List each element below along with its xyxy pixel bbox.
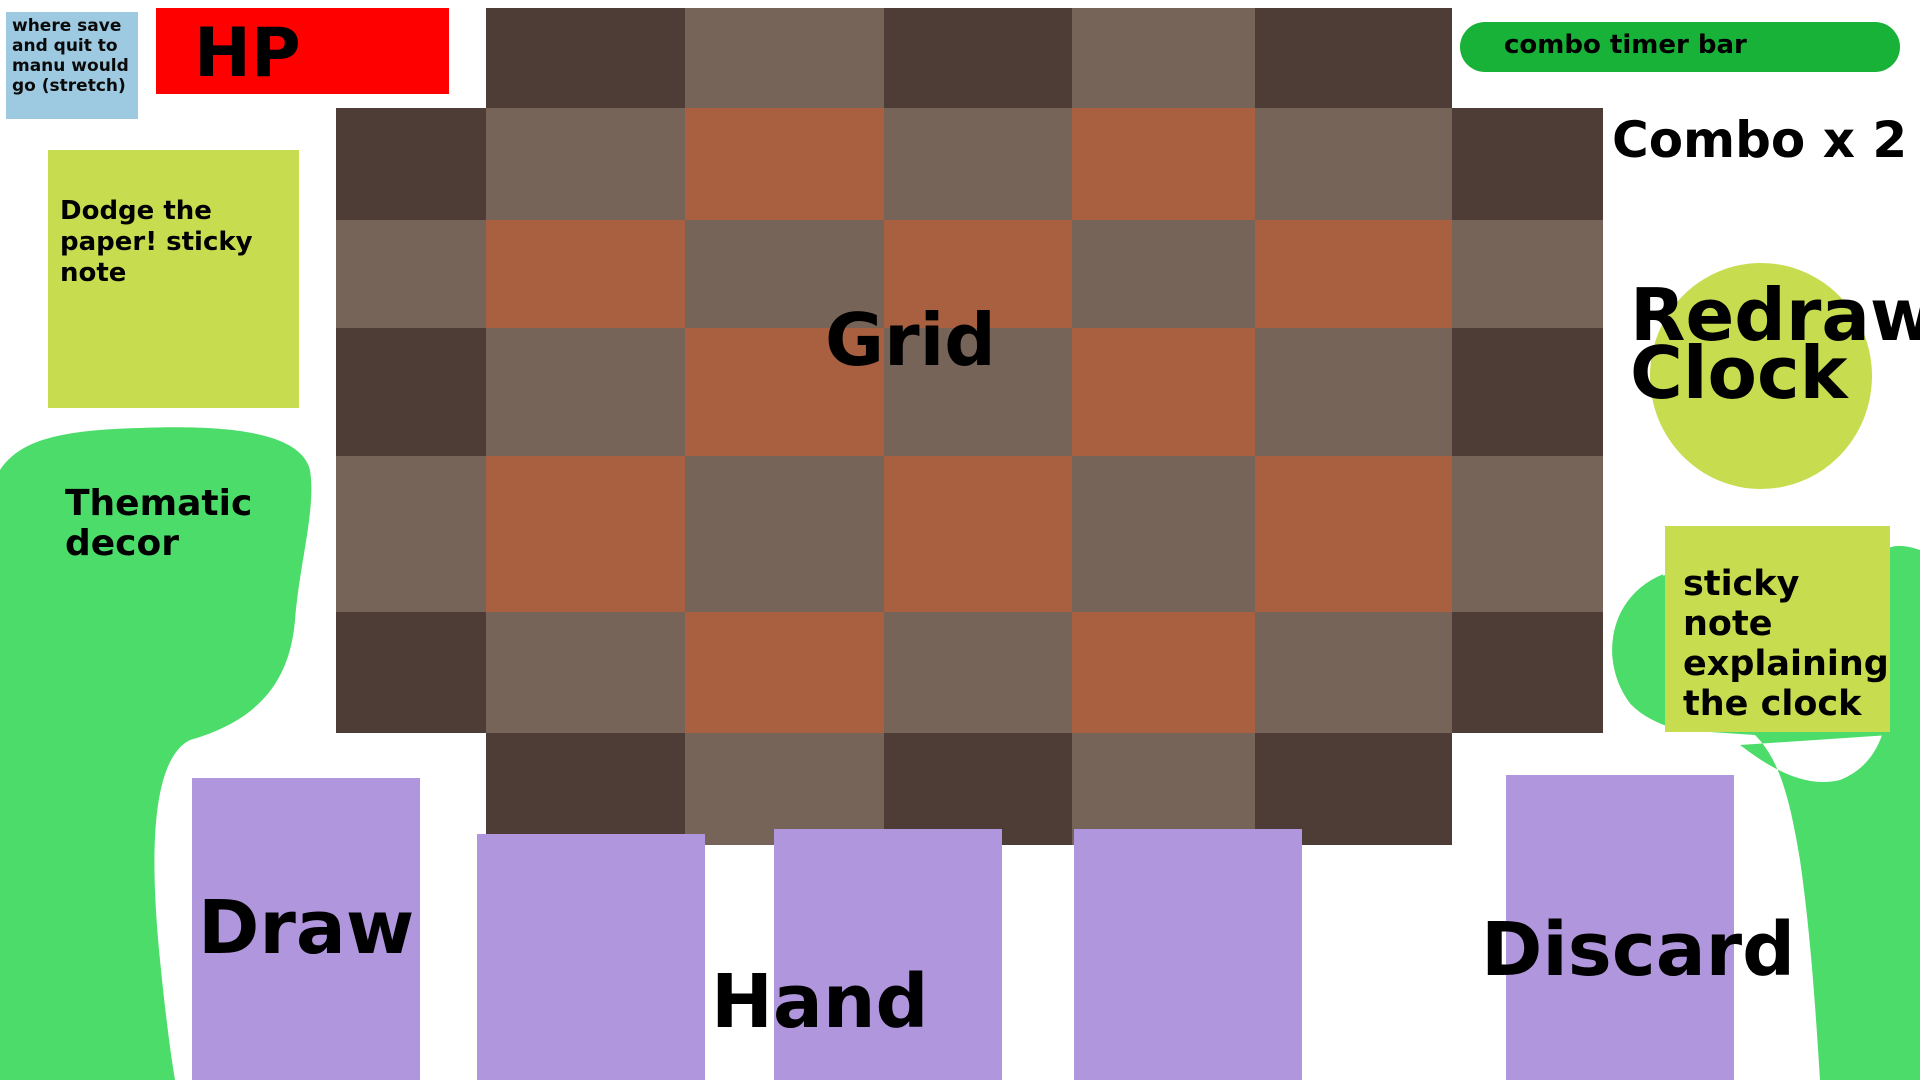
decor-blob-left [0, 427, 312, 1080]
grid-cell[interactable] [685, 8, 884, 108]
grid-cell[interactable] [1255, 612, 1452, 733]
grid-cell[interactable] [336, 456, 486, 612]
grid-cell[interactable] [1072, 612, 1255, 733]
redraw-clock-label-line2: Clock [1630, 331, 1848, 415]
grid-cell[interactable] [486, 328, 685, 456]
grid-cell[interactable] [685, 612, 884, 733]
combo-timer-label: combo timer bar [1504, 30, 1747, 60]
grid-cell[interactable] [685, 456, 884, 612]
hp-label: HP [194, 14, 301, 93]
grid-cell[interactable] [884, 8, 1072, 108]
combo-counter: Combo x 2 [1612, 111, 1908, 169]
sticky-note-dodge-text: Dodge the paper! sticky note [60, 196, 253, 288]
grid-cell[interactable] [1452, 456, 1603, 612]
grid-cell[interactable] [336, 328, 486, 456]
sticky-note-clock-text: sticky note explaining the clock [1683, 564, 1889, 724]
grid-cell[interactable] [884, 220, 1072, 328]
hand-card-1[interactable] [477, 834, 705, 1080]
redraw-clock-label-line1: Redraw [1630, 273, 1920, 357]
grid-cell[interactable] [884, 456, 1072, 612]
grid-cell[interactable] [1255, 220, 1452, 328]
grid-cell[interactable] [486, 108, 685, 220]
grid-cell[interactable] [1452, 328, 1603, 456]
grid-cell[interactable] [685, 328, 884, 456]
grid-cell[interactable] [336, 108, 486, 220]
grid-cell[interactable] [1255, 328, 1452, 456]
combo-timer-bar: combo timer bar [1460, 22, 1900, 72]
grid-cell[interactable] [884, 733, 1072, 845]
grid-cell[interactable] [1072, 108, 1255, 220]
grid-cell[interactable] [486, 8, 685, 108]
grid-cell[interactable] [1452, 108, 1603, 220]
grid-cell[interactable] [1072, 220, 1255, 328]
sticky-note-clock: sticky note explaining the clock [1665, 526, 1890, 732]
grid-cell[interactable] [1072, 328, 1255, 456]
discard-pile[interactable] [1506, 775, 1734, 1080]
grid-cell[interactable] [884, 328, 1072, 456]
grid-cell[interactable] [884, 108, 1072, 220]
grid-cell[interactable] [486, 220, 685, 328]
menu-placeholder-label: where save and quit to manu would go (st… [12, 16, 129, 96]
redraw-clock-label: Redraw Clock [1630, 273, 1920, 415]
grid-cell[interactable] [486, 456, 685, 612]
grid-cell[interactable] [1255, 456, 1452, 612]
grid-cell[interactable] [1255, 8, 1452, 108]
decor-loop-right [1612, 574, 1668, 724]
draw-pile[interactable] [192, 778, 420, 1080]
hp-bar: HP [156, 8, 449, 94]
hand-card-2[interactable] [774, 829, 1002, 1080]
grid-cell[interactable] [336, 612, 486, 733]
grid-cell[interactable] [1255, 733, 1452, 845]
grid-cell[interactable] [1452, 612, 1603, 733]
grid-cell[interactable] [884, 612, 1072, 733]
hand-card-3[interactable] [1074, 829, 1302, 1080]
decor-label: Thematic decor [65, 483, 253, 564]
grid-label: Grid [825, 298, 996, 382]
grid-cell[interactable] [1452, 220, 1603, 328]
draw-label: Draw [198, 885, 415, 971]
grid-cell[interactable] [685, 108, 884, 220]
redraw-clock[interactable] [1650, 263, 1872, 489]
grid-cell[interactable] [1072, 456, 1255, 612]
grid-cell[interactable] [1255, 108, 1452, 220]
grid-cell[interactable] [1072, 733, 1255, 845]
grid-cell[interactable] [486, 612, 685, 733]
grid-cell[interactable] [685, 220, 884, 328]
grid-cell[interactable] [336, 220, 486, 328]
discard-label: Discard [1481, 907, 1796, 993]
grid-cell[interactable] [1072, 8, 1255, 108]
menu-placeholder[interactable]: where save and quit to manu would go (st… [6, 12, 138, 119]
hand-label: Hand [711, 959, 929, 1045]
grid-cell[interactable] [486, 733, 685, 845]
sticky-note-dodge: Dodge the paper! sticky note [48, 150, 299, 408]
grid-cell[interactable] [685, 733, 884, 845]
